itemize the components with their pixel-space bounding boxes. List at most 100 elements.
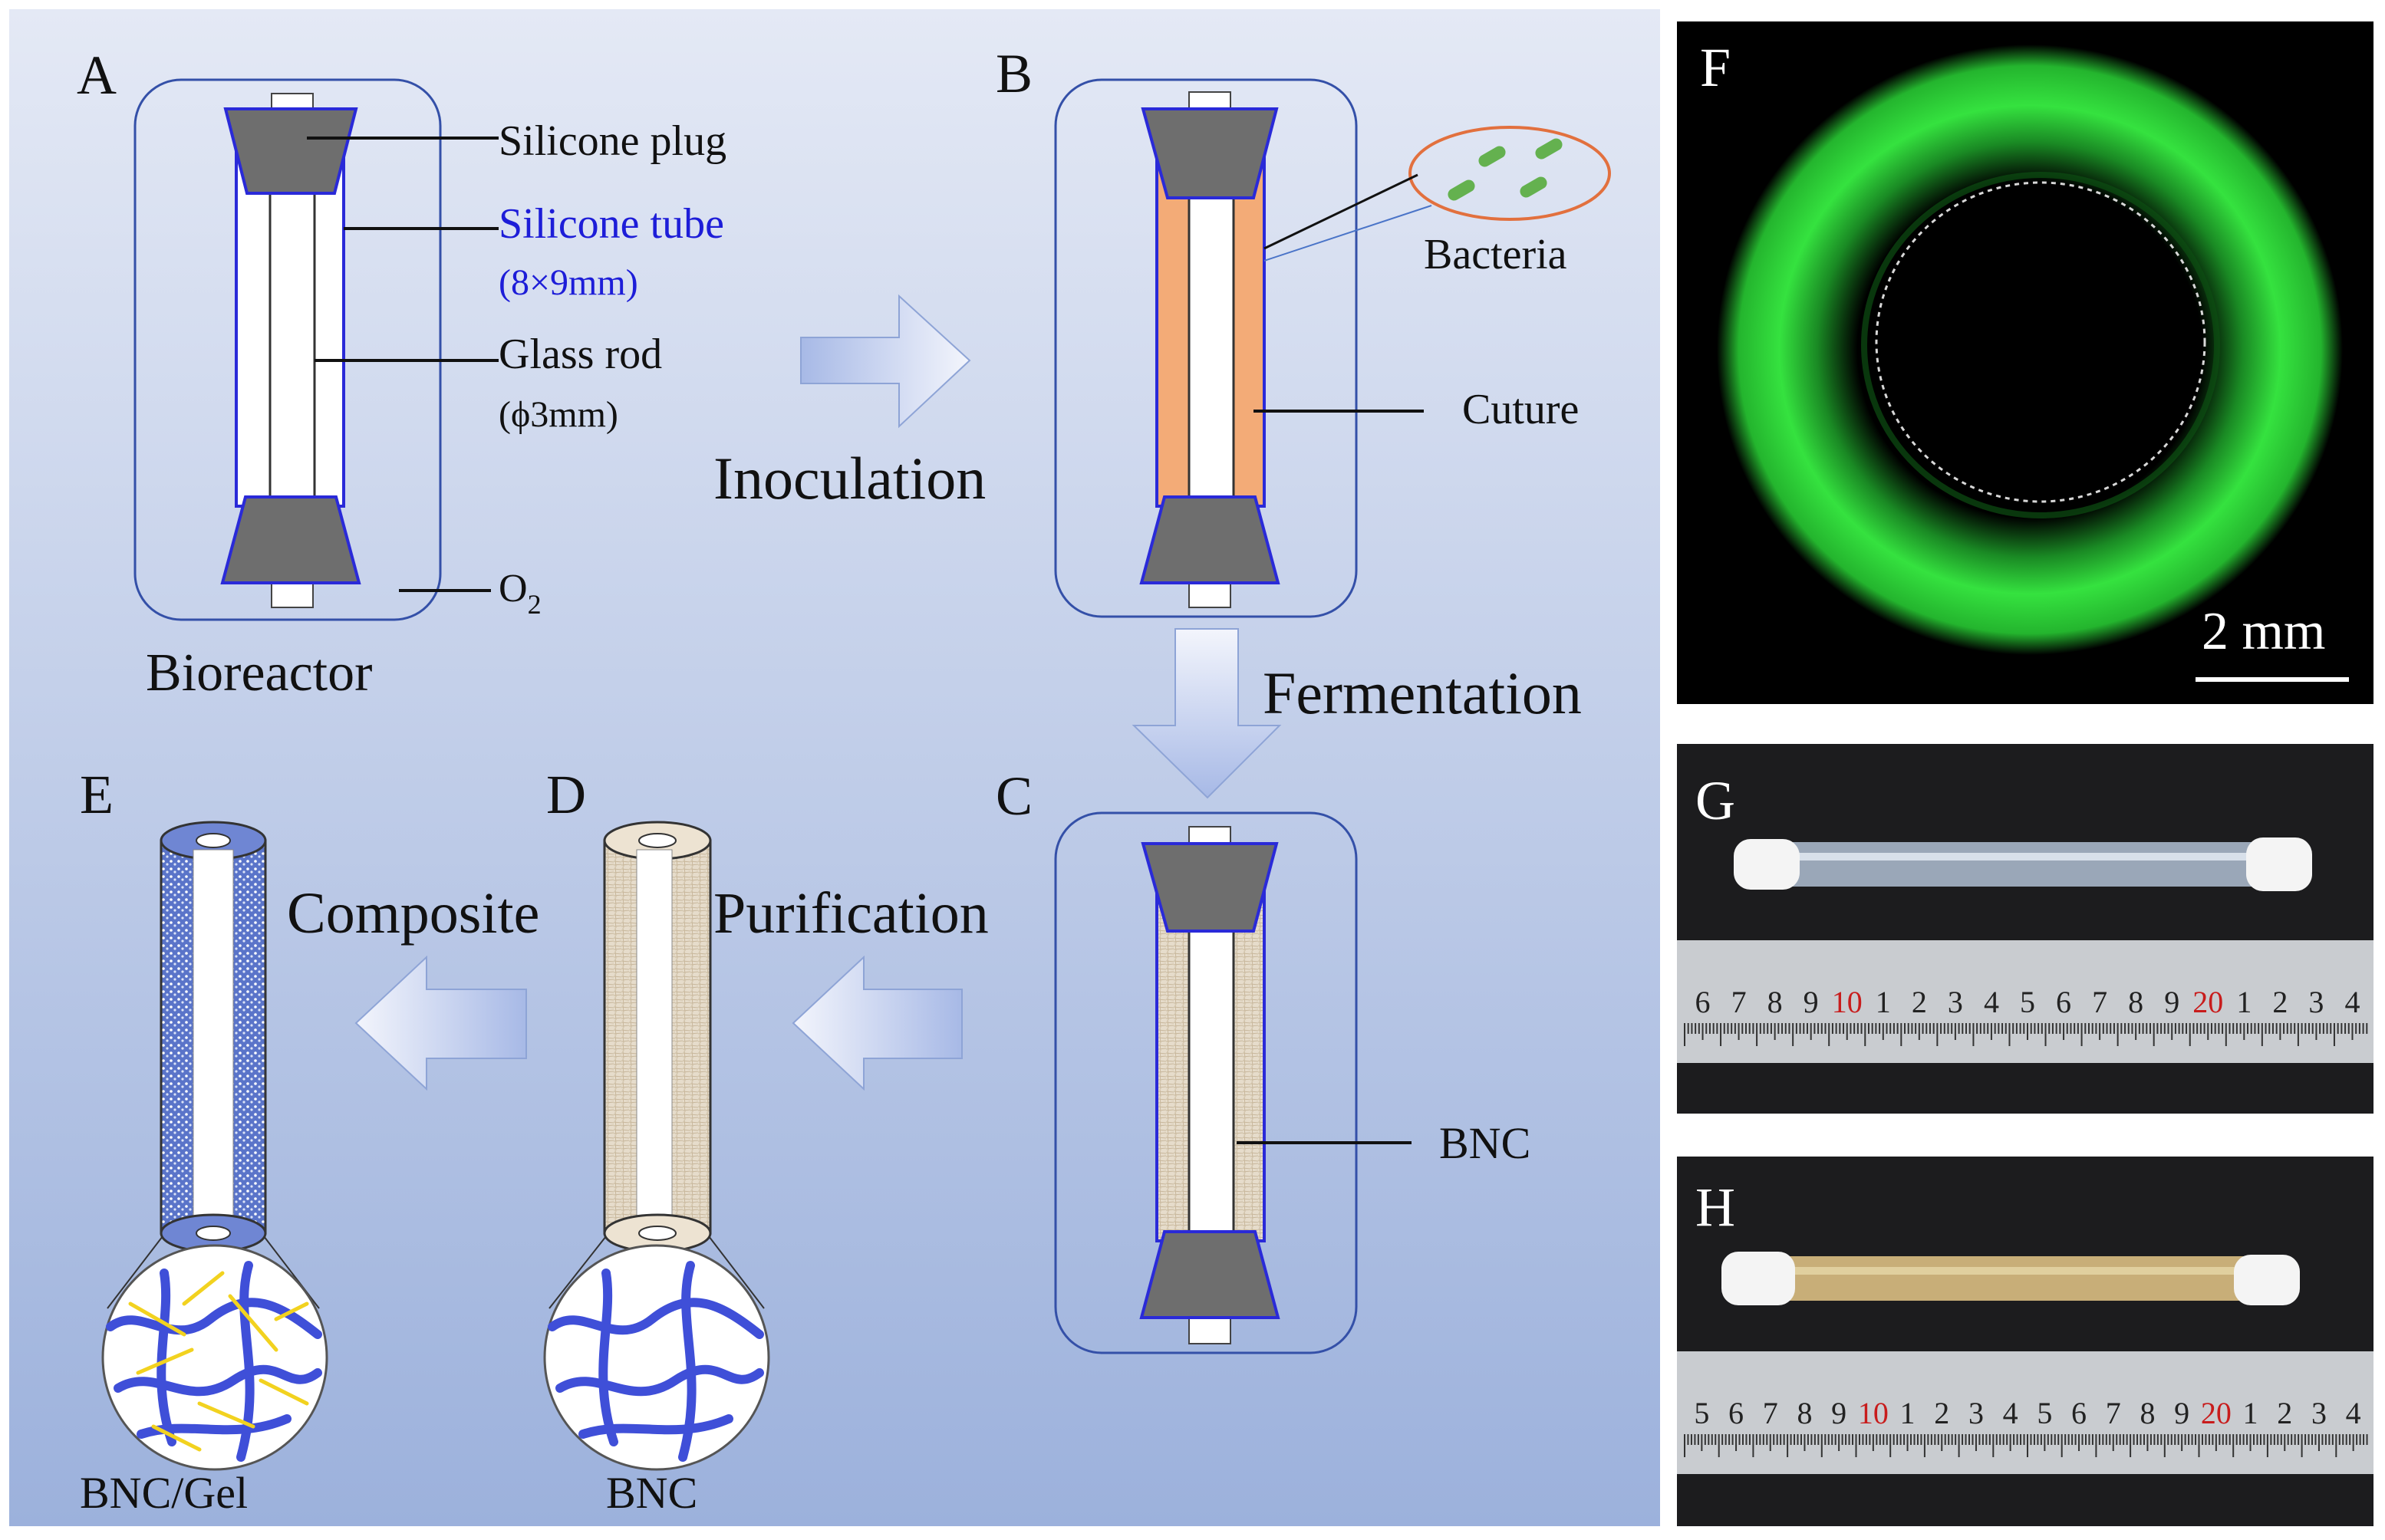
ruler-g-label-14: 20: [2192, 985, 2223, 1019]
ruler-h-label-19: 4: [2346, 1396, 2361, 1430]
silicone-plug-top-c: [1141, 842, 1279, 933]
label-bnc-gel: BNC/Gel: [80, 1468, 248, 1518]
gel-fiber-6: [151, 1424, 202, 1452]
zoom-line-e-left: [107, 1236, 163, 1309]
bnc-tube-lumen-top-d: [638, 833, 677, 848]
panel-label-h: H: [1695, 1176, 1735, 1238]
bnc-ring-inner-edge: [1861, 172, 2220, 518]
fiber-e-2: [114, 1364, 322, 1397]
gel-tube-lumen-e: [193, 849, 234, 1228]
bioreactor-chamber-c: [1054, 811, 1358, 1354]
scale-bar-label: 2 mm: [2202, 602, 2325, 661]
gel-fiber-8: [274, 1301, 309, 1321]
ruler-g-label-18: 4: [2344, 985, 2360, 1019]
fiber-d-1: [548, 1298, 764, 1339]
label-culture: Cuture: [1462, 386, 1579, 433]
label-bnc-c: BNC: [1439, 1118, 1530, 1168]
bacteria-cells: [1448, 138, 1563, 201]
ruler-g-label-17: 3: [2308, 985, 2324, 1019]
ruler-h-label-12: 7: [2106, 1396, 2121, 1430]
ruler-g-label-16: 2: [2272, 985, 2288, 1019]
silicone-plug-top-b: [1141, 107, 1279, 199]
bnc-tube-lumen-d: [636, 849, 673, 1228]
plug-left-h: [1721, 1252, 1795, 1305]
bnc-network-zoom: [543, 1244, 770, 1471]
panel-c-bnc-formed: C BNC: [996, 765, 1530, 1354]
ruler-g-label-13: 9: [2164, 985, 2179, 1019]
plug-left-g: [1734, 839, 1800, 890]
ruler-h-label-18: 3: [2311, 1396, 2327, 1430]
ruler-h-label-13: 8: [2140, 1396, 2155, 1430]
step-composite: Composite: [287, 881, 539, 946]
fiber-d-3: [598, 1269, 618, 1446]
step-fermentation: Fermentation: [1263, 660, 1582, 726]
panel-label-d: D: [546, 764, 586, 825]
step-purification: Purification: [713, 881, 989, 946]
ruler-g-label-0: 6: [1695, 985, 1711, 1019]
gel-fiber-2: [228, 1294, 278, 1352]
label-oxygen-subscript: 2: [528, 589, 542, 620]
silicone-tube-photo-g: [1772, 842, 2263, 887]
bacterium-2: [1478, 146, 1506, 167]
gel-fiber-7: [182, 1271, 225, 1306]
ruler-g-label-3: 9: [1804, 985, 1819, 1019]
silicone-plug-top-a: [223, 107, 358, 195]
ruler-g-label-6: 2: [1912, 985, 1927, 1019]
ruler-h-label-17: 2: [2277, 1396, 2292, 1430]
gel-fiber-1: [128, 1301, 186, 1337]
tube-highlight-g: [1772, 853, 2263, 860]
gel-fiber-4: [197, 1401, 255, 1429]
ruler-g-label-15: 1: [2236, 985, 2252, 1019]
panel-label-f: F: [1700, 37, 1731, 98]
ruler-g-label-4: 10: [1832, 985, 1863, 1019]
bioreactor-chamber-b: [1054, 78, 1358, 618]
label-bioreactor: Bioreactor: [146, 643, 372, 703]
ruler-h-label-10: 5: [2037, 1396, 2052, 1430]
zoom-line-d-left: [548, 1236, 607, 1309]
ruler-g-label-8: 4: [1984, 985, 1999, 1019]
ruler-g-label-9: 5: [2020, 985, 2035, 1019]
gelatin-fibers-e: [128, 1271, 309, 1452]
bacterium-1: [1448, 179, 1475, 201]
ruler-g-label-10: 6: [2056, 985, 2071, 1019]
ruler-g-label-2: 8: [1767, 985, 1783, 1019]
arrow-composite: [354, 955, 527, 1091]
ruler-h-label-6: 1: [1900, 1396, 1916, 1430]
ruler-h-label-0: 5: [1694, 1396, 1709, 1430]
label-rod-size: (ϕ3mm): [499, 394, 618, 435]
ruler-h-label-16: 1: [2243, 1396, 2258, 1430]
ruler-g-label-11: 7: [2092, 985, 2107, 1019]
ruler-g-label-12: 8: [2128, 985, 2143, 1019]
bnc-fibers-e: [106, 1261, 322, 1462]
silicone-plug-bottom-a: [220, 495, 361, 584]
gel-tube-lumen-bottom-e: [196, 1226, 231, 1241]
ruler-h-label-2: 7: [1763, 1396, 1778, 1430]
step-inoculation: Inoculation: [713, 445, 986, 512]
arrow-purification: [792, 955, 963, 1091]
arrow-inoculation: [800, 294, 971, 429]
label-silicone-tube: Silicone tube: [499, 200, 724, 248]
fiber-e-3: [156, 1269, 176, 1446]
panel-label-e: E: [80, 764, 114, 825]
bioreactor-chamber-a: [133, 78, 442, 621]
zoom-line-d-right: [708, 1236, 765, 1309]
bacterium-4: [1535, 138, 1563, 160]
bacterium-3: [1520, 176, 1547, 198]
glass-rod-b: [1188, 196, 1235, 500]
ruler-h-label-4: 9: [1831, 1396, 1846, 1430]
label-oxygen: O2: [499, 567, 542, 620]
ruler-h-label-3: 8: [1797, 1396, 1812, 1430]
label-bacteria: Bacteria: [1424, 231, 1567, 278]
silicone-plug-bottom-c: [1139, 1230, 1280, 1319]
panel-f-fluorescence: F 2 mm: [1677, 21, 2373, 704]
plug-right-g: [2246, 837, 2312, 891]
lumen-outline-dashed: [1875, 181, 2206, 503]
silicone-plug-bottom-b: [1139, 495, 1280, 584]
ruler-h-label-1: 6: [1728, 1396, 1744, 1430]
fiber-e-1: [106, 1298, 322, 1339]
label-silicone-plug: Silicone plug: [499, 117, 726, 165]
glass-rod-a: [268, 190, 316, 500]
